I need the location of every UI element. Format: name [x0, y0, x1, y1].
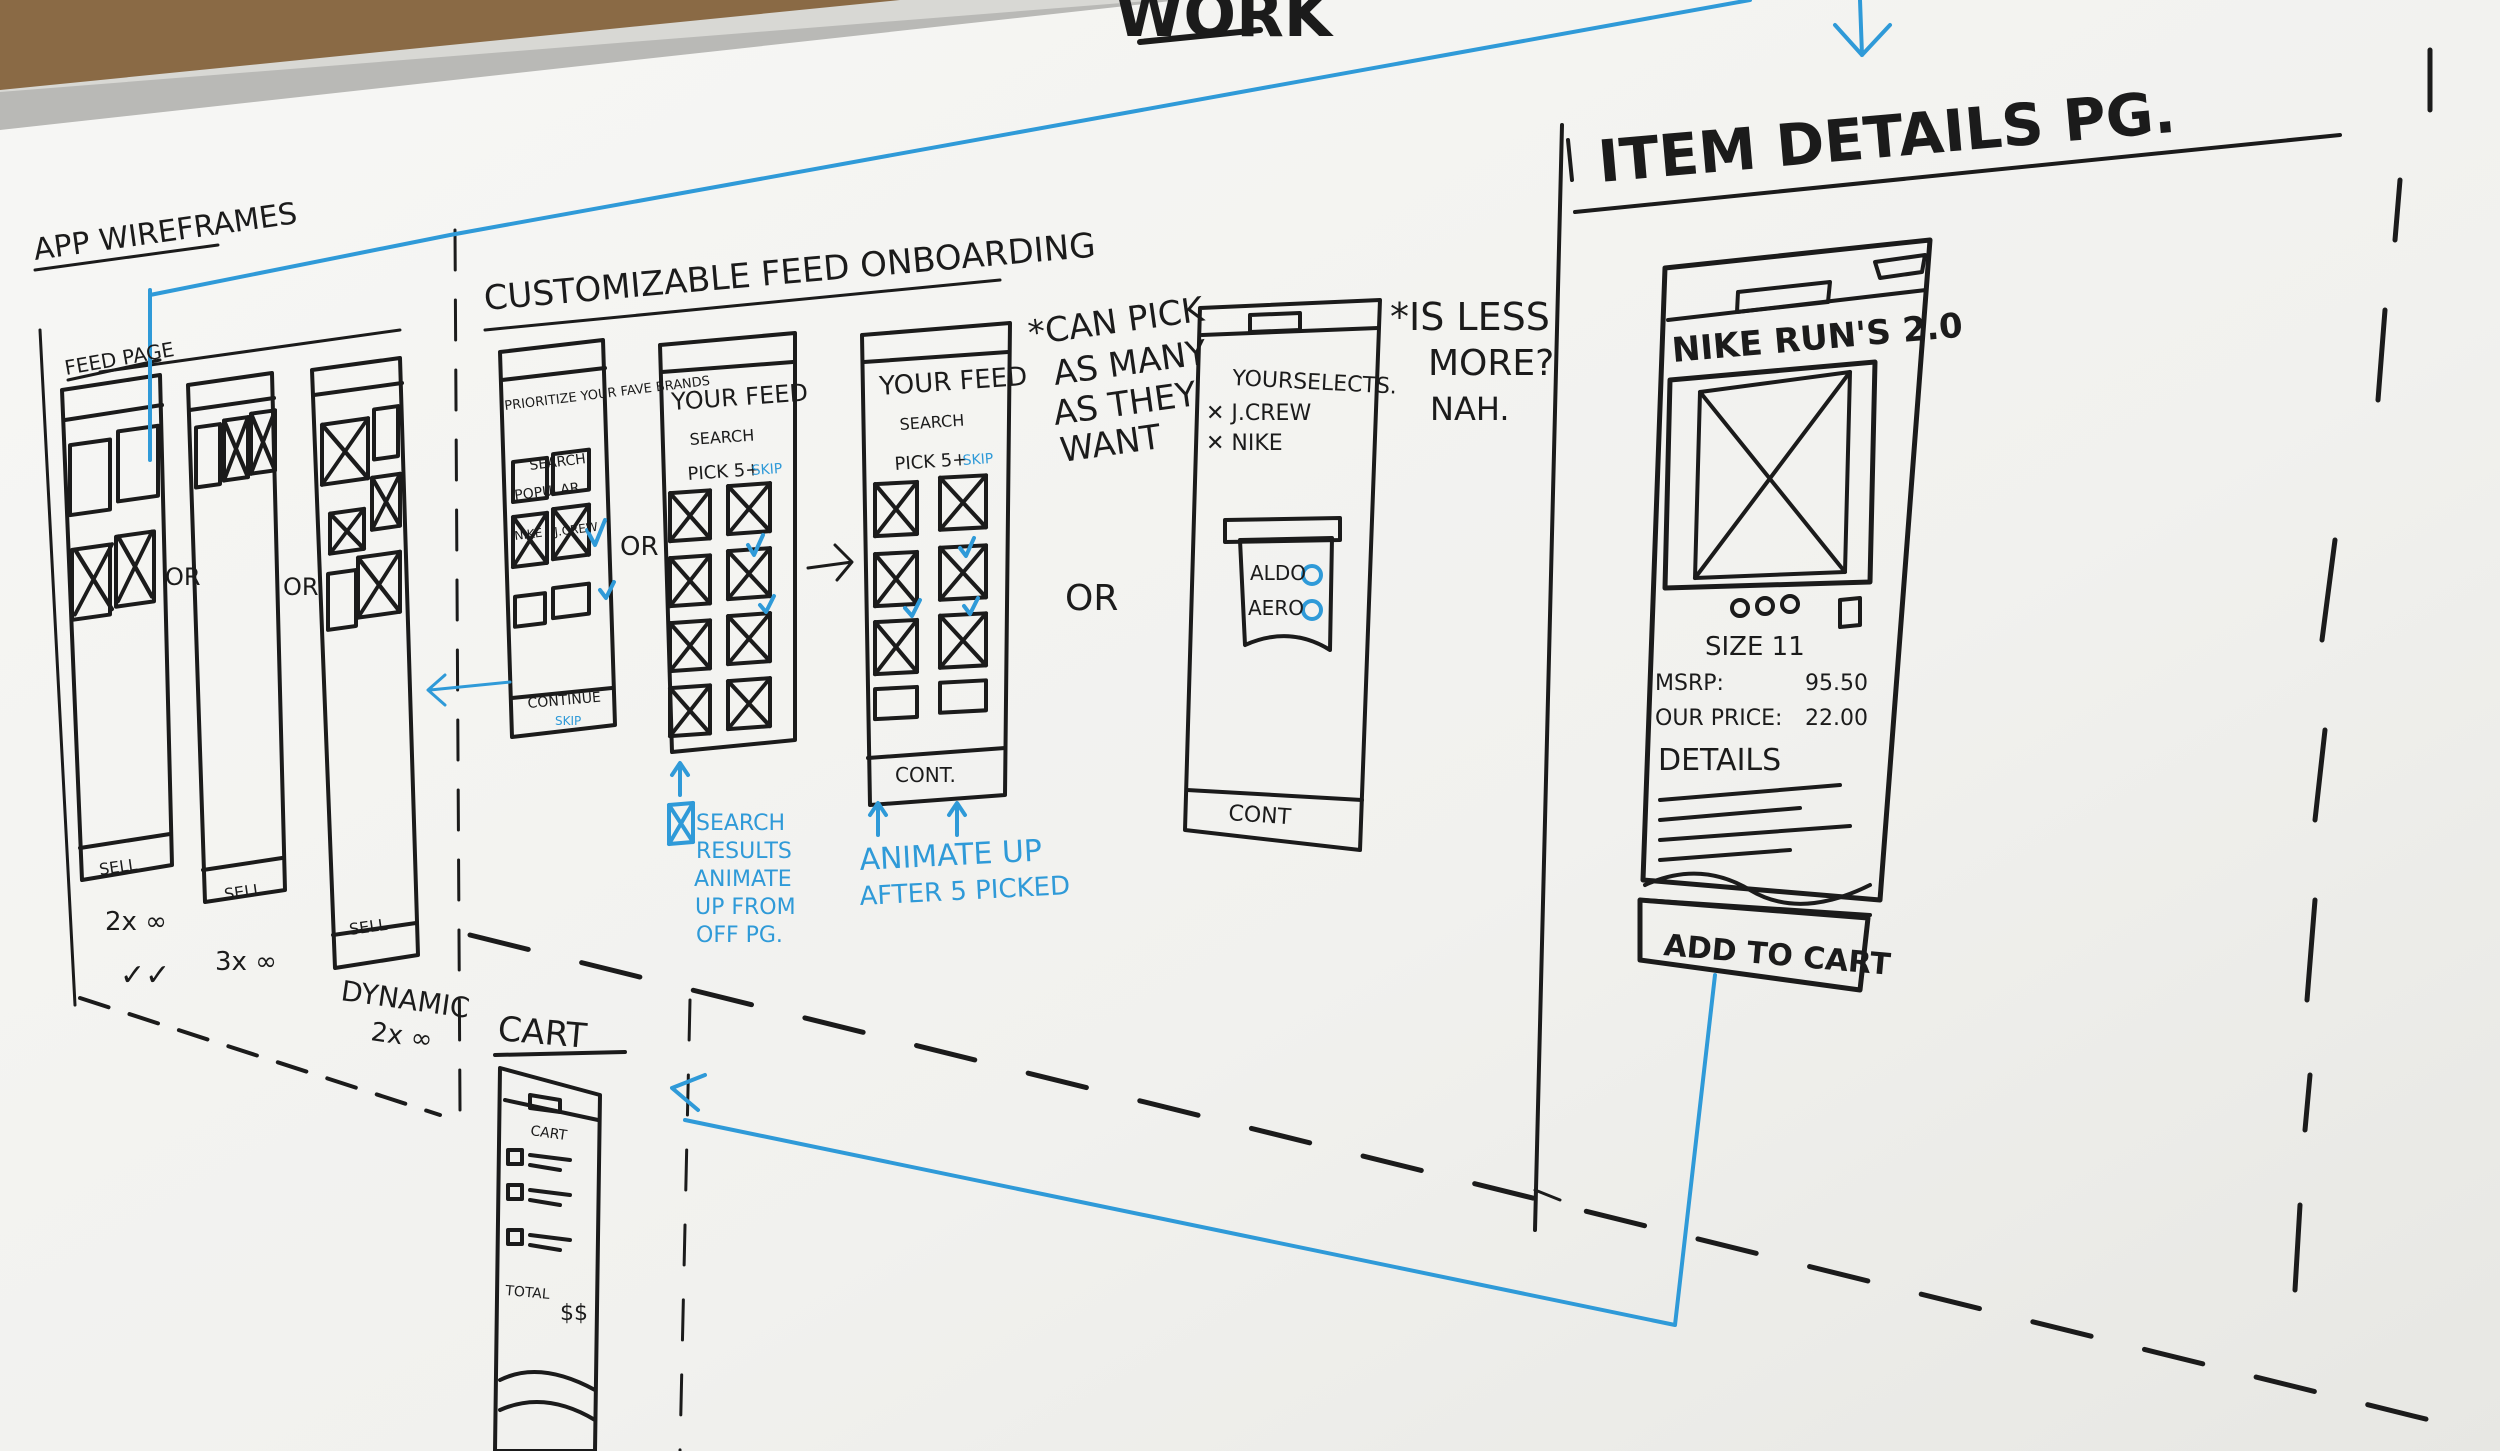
- nike-tile: NIKE: [514, 526, 543, 543]
- jcrew-tile: J.CREW: [553, 520, 599, 539]
- search-results-note-5: OFF PG.: [696, 923, 783, 948]
- pick-5-label-2: PICK 5+: [687, 459, 761, 485]
- feed-3x-label: 3x ∞: [215, 947, 277, 977]
- search-results-note-4: UP FROM: [695, 895, 796, 920]
- pick-5-label-3: PICK 5+: [894, 449, 968, 475]
- aero-option: AERO: [1248, 596, 1304, 620]
- cork-board-corner: [0, 0, 900, 90]
- skip-label-3: SKIP: [962, 451, 994, 469]
- msrp-label: MSRP:: [1655, 671, 1724, 696]
- search-bar-2: SEARCH: [689, 426, 755, 449]
- item-details-phone: [1637, 237, 1933, 993]
- onboarding-phone-2: [658, 331, 797, 754]
- is-less-note-1: *IS LESS: [1390, 295, 1550, 339]
- popular-label: POPULAR: [514, 480, 581, 504]
- search-results-note-3: ANIMATE: [694, 867, 792, 892]
- cart-section-title: CART: [496, 1009, 588, 1057]
- msrp-value: 95.50: [1805, 671, 1868, 696]
- cart-phone: [493, 1066, 602, 1451]
- aldo-option: ALDO: [1250, 561, 1306, 585]
- or-label-2: OR: [283, 573, 319, 601]
- continue-label: CONTINUE: [527, 690, 602, 712]
- search-results-note-2: RESULTS: [696, 839, 792, 864]
- or-label-1: OR: [165, 563, 201, 591]
- is-less-note-2: MORE?: [1428, 343, 1554, 384]
- feed-checkmarks: ✓✓: [120, 958, 170, 993]
- skip-label-1: SKIP: [555, 714, 581, 728]
- skip-label-2: SKIP: [751, 461, 783, 479]
- cart-total-value: $$: [560, 1301, 588, 1326]
- our-price-label: OUR PRICE:: [1655, 706, 1782, 731]
- size-label: SIZE 11: [1705, 632, 1805, 662]
- details-heading: DETAILS: [1658, 743, 1781, 778]
- top-word: WORK: [1115, 0, 1334, 51]
- or-label-4: OR: [1065, 578, 1118, 619]
- onboarding-phone-1: [498, 338, 617, 739]
- select-jcrew: ✕ J.CREW: [1206, 401, 1311, 426]
- search-bar-1: SEARCH: [529, 451, 587, 474]
- feed-2x-label: 2x ∞: [105, 907, 167, 937]
- cart-total-label: TOTAL: [504, 1283, 551, 1303]
- is-less-note-3: NAH.: [1430, 390, 1510, 428]
- onboarding-phone-4: [1183, 298, 1382, 852]
- feed-phone-2: [186, 371, 287, 904]
- select-nike: ✕ NIKE: [1206, 431, 1283, 456]
- feed-phone-1: [60, 373, 174, 882]
- search-results-note-1: SEARCH: [696, 811, 785, 836]
- feed-phone-3: [310, 356, 420, 970]
- onboarding-phone-3: [860, 321, 1012, 807]
- cont-label-3: CONT.: [895, 763, 956, 787]
- or-label-3: OR: [620, 532, 659, 562]
- our-price-value: 22.00: [1805, 706, 1868, 731]
- search-bar-3: SEARCH: [899, 411, 965, 434]
- cart-screen-title: CART: [529, 1123, 568, 1144]
- cont-label-4: CONT: [1228, 801, 1293, 830]
